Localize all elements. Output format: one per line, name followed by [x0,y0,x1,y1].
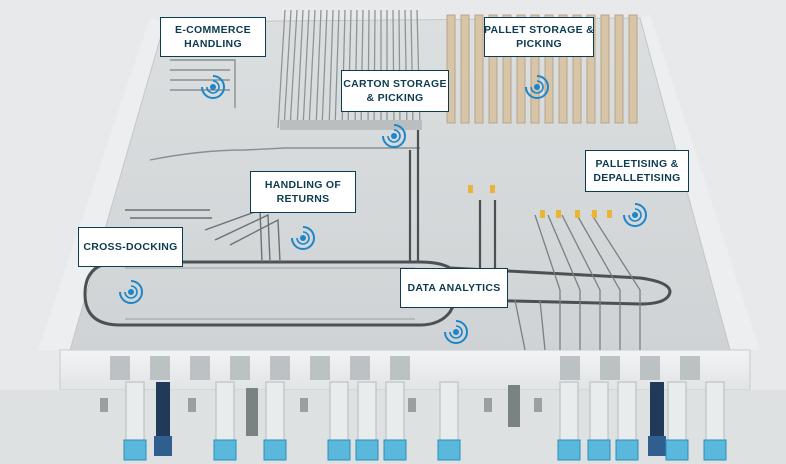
hotspot-palletising-depalletising[interactable] [618,198,652,232]
label-palletising-depalletising: PALLETISING & DEPALLETISING [585,150,689,192]
hotspot-pallet-storage-picking[interactable] [520,70,554,104]
label-line: E-COMMERCE [175,24,251,36]
label-carton-storage-picking: CARTON STORAGE & PICKING [341,70,449,112]
hotspot-cross-docking[interactable] [114,275,148,309]
signal-ring-icon [623,203,647,227]
hotspot-carton-storage-picking[interactable] [377,119,411,153]
label-line: HANDLING [184,38,242,50]
label-line: CARTON STORAGE [343,78,447,90]
label-line: PALLET STORAGE & [484,24,594,36]
label-line: DATA ANALYTICS [407,282,501,294]
palletising-lines [514,214,641,351]
signal-ring-icon [444,320,468,344]
label-e-commerce-handling: E-COMMERCE HANDLING [160,17,266,57]
signal-ring-icon [291,226,315,250]
label-pallet-storage-picking: PALLET STORAGE & PICKING [484,17,594,57]
label-handling-of-returns: HANDLING OF RETURNS [250,171,356,213]
label-line: CROSS-DOCKING [83,241,178,253]
label-line: PALLETISING & [595,158,679,170]
hotspot-e-commerce-handling[interactable] [196,70,230,104]
pallet-storage-racks [446,14,638,124]
label-data-analytics: DATA ANALYTICS [400,268,508,308]
dock-doors [110,356,700,380]
signal-ring-icon [382,124,406,148]
label-cross-docking: CROSS-DOCKING [78,227,183,267]
signal-ring-icon [525,75,549,99]
signal-ring-icon [119,280,143,304]
e-commerce-conveyors [149,59,420,161]
label-line: RETURNS [276,193,330,205]
label-line: PICKING [516,38,562,50]
trucks [123,381,727,461]
label-line: DEPALLETISING [593,172,681,184]
hotspot-handling-of-returns[interactable] [286,221,320,255]
label-line: & PICKING [366,92,424,104]
label-line: HANDLING OF [264,179,342,191]
signal-ring-icon [201,75,225,99]
hotspot-data-analytics[interactable] [439,315,473,349]
